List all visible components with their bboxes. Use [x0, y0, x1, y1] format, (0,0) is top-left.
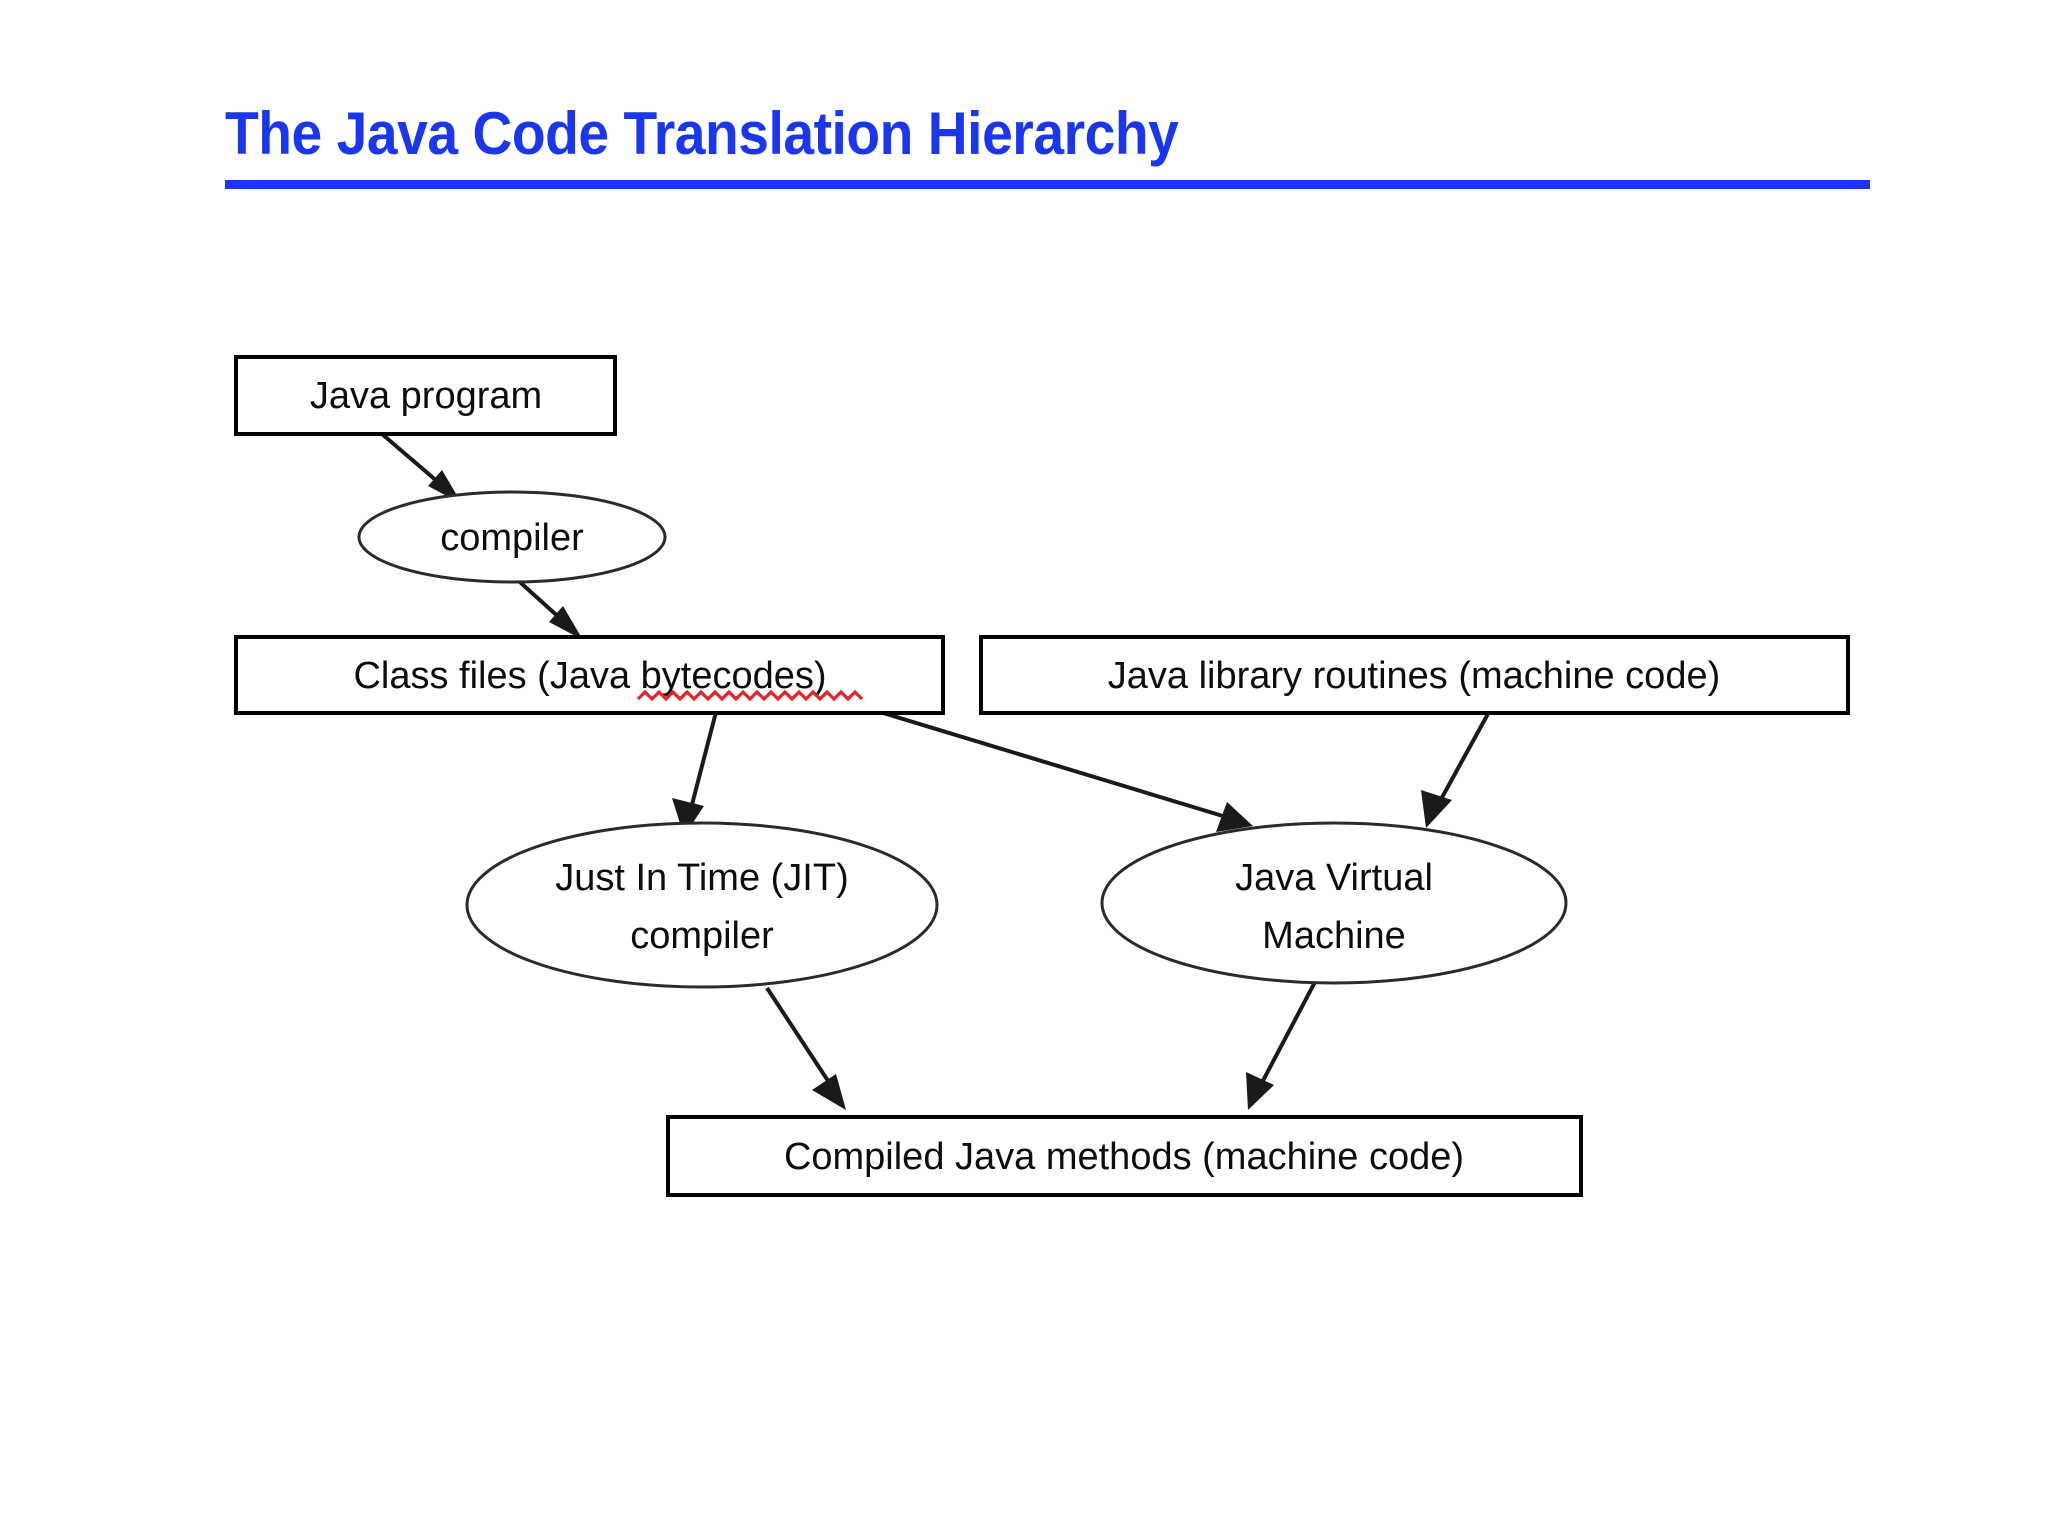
node-java-program-label: Java program	[310, 375, 542, 417]
node-java-virtual-machine-label-line1: Java Virtual	[1235, 857, 1433, 899]
edge-class-files-to-jit-compiler	[672, 711, 718, 836]
edge-java-library-routines-to-java-virtual-machine	[1421, 711, 1491, 828]
edge-jit-compiler-to-compiled-java-methods	[765, 986, 846, 1110]
node-compiled-java-methods[interactable]: Compiled Java methods (machine code)	[666, 1115, 1583, 1197]
spellcheck-squiggle-bytecodes	[636, 689, 864, 702]
node-java-program[interactable]: Java program	[234, 355, 617, 436]
node-java-virtual-machine-label-line2: Machine	[1262, 915, 1406, 957]
node-compiler-label: compiler	[440, 517, 584, 559]
edge-java-virtual-machine-to-compiled-java-methods	[1246, 981, 1317, 1110]
node-jit-compiler[interactable]: Just In Time (JIT) compiler	[465, 821, 939, 989]
edge-java-program-to-compiler	[380, 432, 462, 504]
node-class-files[interactable]: Class files (Java bytecodes)	[234, 635, 945, 715]
node-jit-compiler-label-line2: compiler	[630, 915, 774, 957]
node-java-library-routines-label: Java library routines (machine code)	[1108, 655, 1721, 697]
node-compiled-java-methods-label: Compiled Java methods (machine code)	[784, 1136, 1464, 1178]
node-java-library-routines[interactable]: Java library routines (machine code)	[979, 635, 1850, 715]
page-title: The Java Code Translation Hierarchy	[225, 100, 1179, 167]
node-compiler[interactable]: compiler	[357, 490, 667, 584]
node-java-virtual-machine[interactable]: Java Virtual Machine	[1100, 821, 1568, 985]
node-jit-compiler-label-line1: Just In Time (JIT)	[555, 857, 848, 899]
edge-class-files-to-java-virtual-machine	[879, 710, 1253, 832]
title-block: The Java Code Translation Hierarchy	[225, 98, 1870, 203]
edge-compiler-to-class-files	[509, 572, 583, 640]
title-underline-rule	[225, 180, 1870, 189]
node-class-files-label: Class files (Java bytecodes)	[353, 655, 826, 697]
